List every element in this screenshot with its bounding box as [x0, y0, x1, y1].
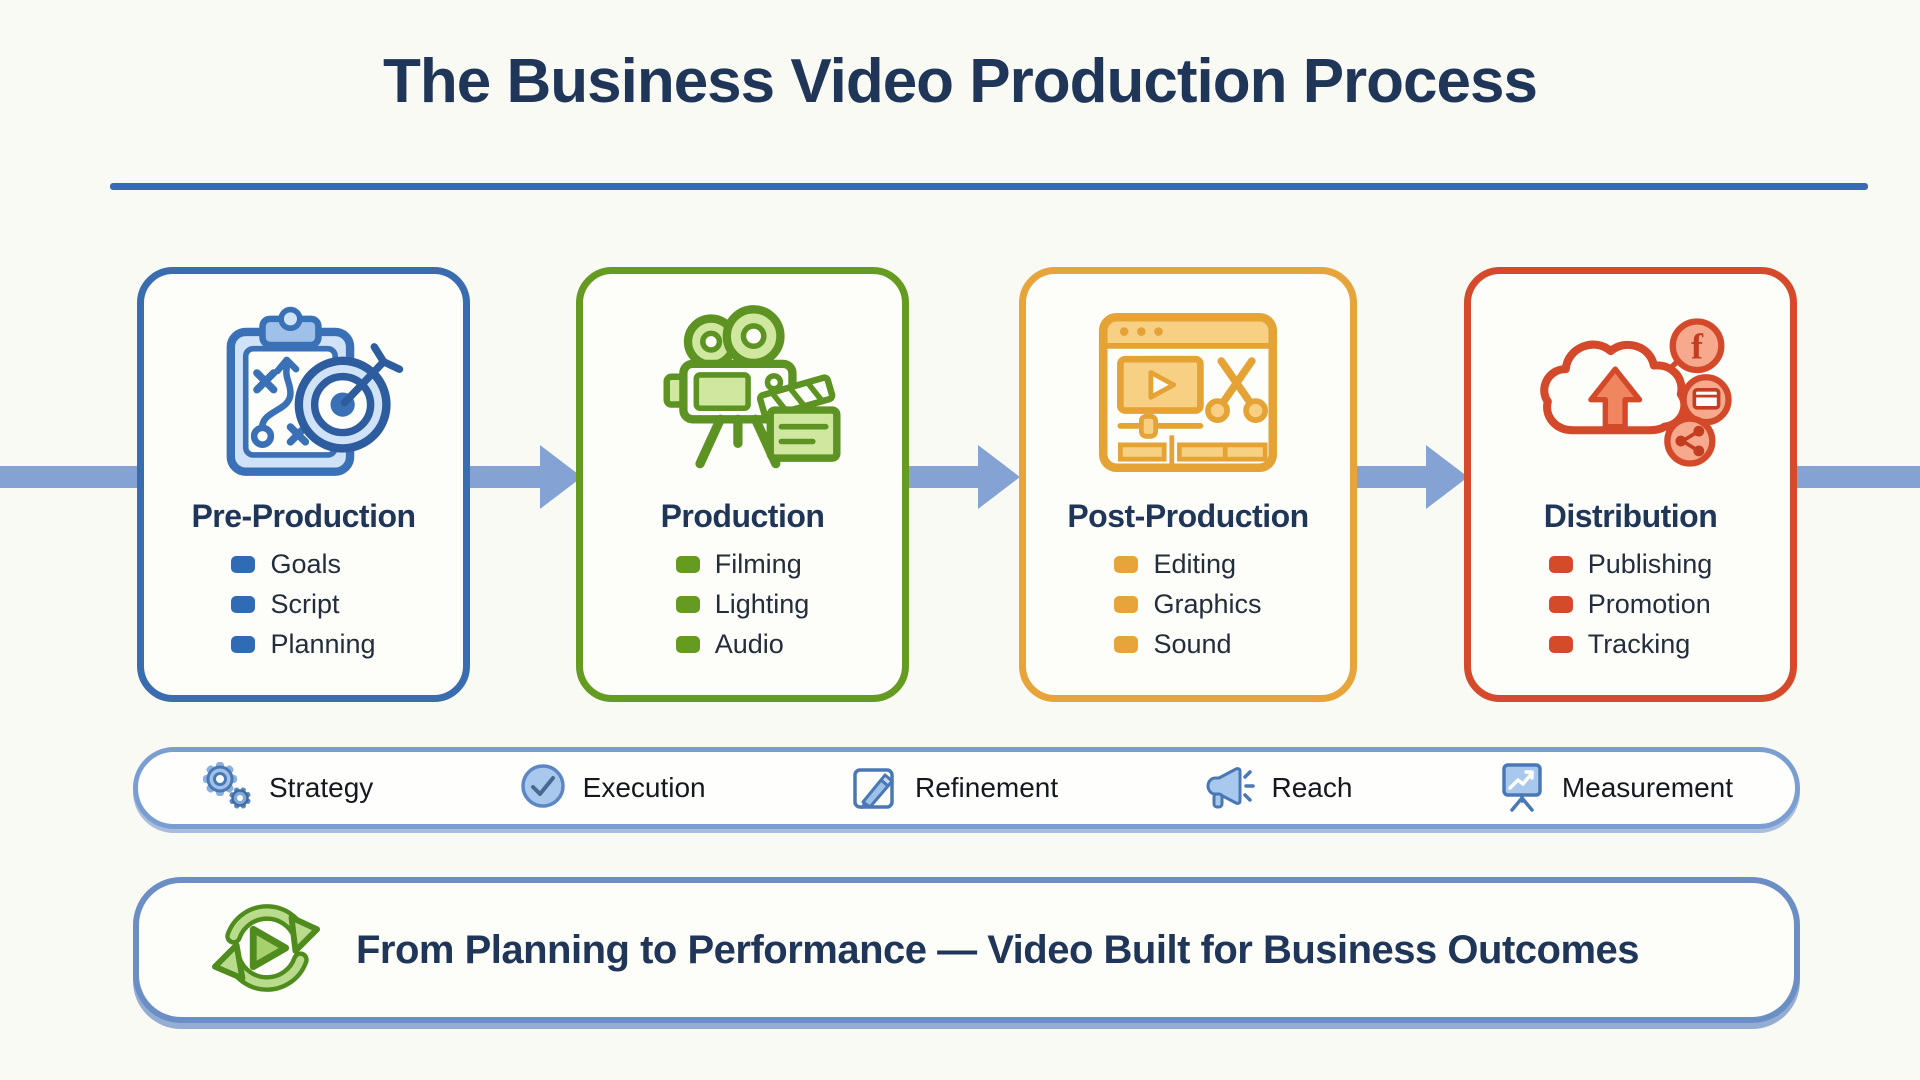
bullet-marker — [231, 596, 256, 613]
flow-arrow-line-1 — [469, 466, 541, 488]
svg-text:f: f — [1691, 326, 1704, 366]
flow-line-left — [0, 466, 140, 488]
megaphone-icon — [1203, 761, 1257, 816]
list-item: Promotion — [1548, 589, 1713, 620]
chart-board-icon — [1497, 760, 1547, 817]
list-item: Planning — [231, 629, 376, 660]
list-item: Goals — [231, 549, 375, 580]
stage-title: Pre-Production — [191, 498, 416, 534]
stage-title: Production — [660, 498, 825, 534]
bullet-marker — [1548, 596, 1573, 613]
stage-item-list: Editing Graphics Sound — [1114, 549, 1262, 660]
stage-item-list: Filming Lighting Audio — [675, 549, 810, 660]
phase-refinement: Refinement — [850, 761, 1058, 816]
summary-banner: From Planning to Performance — Video Bui… — [133, 877, 1800, 1023]
phase-strategy: Strategy — [200, 760, 373, 817]
banner-text: From Planning to Performance — Video Bui… — [355, 927, 1640, 972]
bullet-marker — [231, 556, 256, 573]
pencil-square-icon — [850, 761, 900, 816]
bullet-marker — [1548, 556, 1573, 573]
stage-card-distribution: f Distribution Publishing Promotion Trac… — [1464, 267, 1797, 702]
list-item: Audio — [675, 629, 810, 660]
phase-reach: Reach — [1203, 761, 1353, 816]
phase-label: Execution — [582, 772, 706, 803]
clipboard-strategy-icon — [201, 294, 406, 490]
list-item: Graphics — [1114, 589, 1262, 620]
list-item: Lighting — [675, 589, 809, 620]
stage-card-post-production: Post-Production Editing Graphics Sound — [1019, 267, 1357, 702]
phase-label: Measurement — [1561, 772, 1733, 803]
stage-title: Distribution — [1543, 498, 1718, 534]
flow-arrow-line-3 — [1356, 466, 1427, 488]
phase-label: Reach — [1271, 772, 1353, 803]
bullet-marker — [231, 636, 256, 653]
bullet-marker — [1114, 556, 1139, 573]
stage-item-list: Goals Script Planning — [231, 549, 376, 660]
stage-card-production: Production Filming Lighting Audio — [576, 267, 909, 702]
flow-arrow-line-2 — [908, 466, 979, 488]
list-item: Tracking — [1548, 629, 1713, 660]
gears-icon — [200, 760, 254, 817]
bullet-marker — [675, 636, 700, 653]
check-circle-icon — [518, 761, 568, 816]
title-divider — [110, 183, 1868, 190]
list-item: Publishing — [1548, 549, 1712, 580]
list-item: Sound — [1114, 629, 1261, 660]
phase-measurement: Measurement — [1497, 760, 1733, 817]
video-editor-icon — [1088, 294, 1288, 490]
loop-play-icon — [207, 894, 325, 1007]
video-camera-icon — [639, 294, 847, 490]
stage-title: Post-Production — [1067, 498, 1309, 534]
flow-arrowhead-1 — [540, 445, 582, 509]
bullet-marker — [1548, 636, 1573, 653]
phase-strip: Strategy Execution Refinement — [133, 747, 1800, 829]
list-item: Editing — [1114, 549, 1261, 580]
stage-item-list: Publishing Promotion Tracking — [1548, 549, 1713, 660]
flow-arrowhead-3 — [1426, 445, 1468, 509]
bullet-marker — [675, 596, 700, 613]
phase-label: Refinement — [914, 772, 1059, 803]
phase-execution: Execution — [518, 761, 706, 816]
flow-arrowhead-2 — [978, 445, 1020, 509]
phase-label: Strategy — [269, 772, 374, 803]
list-item: Script — [231, 589, 375, 620]
bullet-marker — [675, 556, 700, 573]
stage-card-pre-production: Pre-Production Goals Script Planning — [137, 267, 470, 702]
bullet-marker — [1114, 636, 1139, 653]
list-item: Filming — [675, 549, 810, 580]
bullet-marker — [1114, 596, 1139, 613]
cloud-share-icon: f — [1528, 294, 1733, 490]
flow-line-right — [1795, 466, 1920, 488]
page-title: The Business Video Production Process — [383, 47, 1538, 116]
